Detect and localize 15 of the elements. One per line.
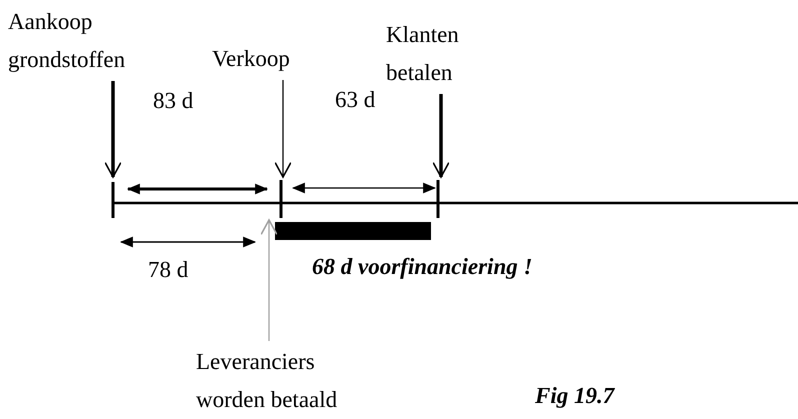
- arrow: [104, 81, 122, 178]
- event-label: Klanten betalen: [386, 16, 466, 92]
- arrow: [432, 94, 450, 178]
- duration-label: 83 d: [153, 87, 194, 115]
- arrow: [274, 80, 292, 178]
- event-label: Leveranciers worden betaald: [196, 343, 346, 419]
- note: 68 d voorfinanciering !: [312, 253, 532, 281]
- event-label: Verkoop: [212, 40, 322, 78]
- duration-label: 63 d: [335, 86, 376, 114]
- arrow: [260, 219, 278, 341]
- event-label: Aankoop grondstoffen: [8, 3, 148, 79]
- figure-number: Fig 19.7: [535, 382, 614, 410]
- financing-bar: [275, 222, 431, 240]
- timeline-axis: [112, 180, 798, 218]
- duration-label: 78 d: [148, 256, 188, 284]
